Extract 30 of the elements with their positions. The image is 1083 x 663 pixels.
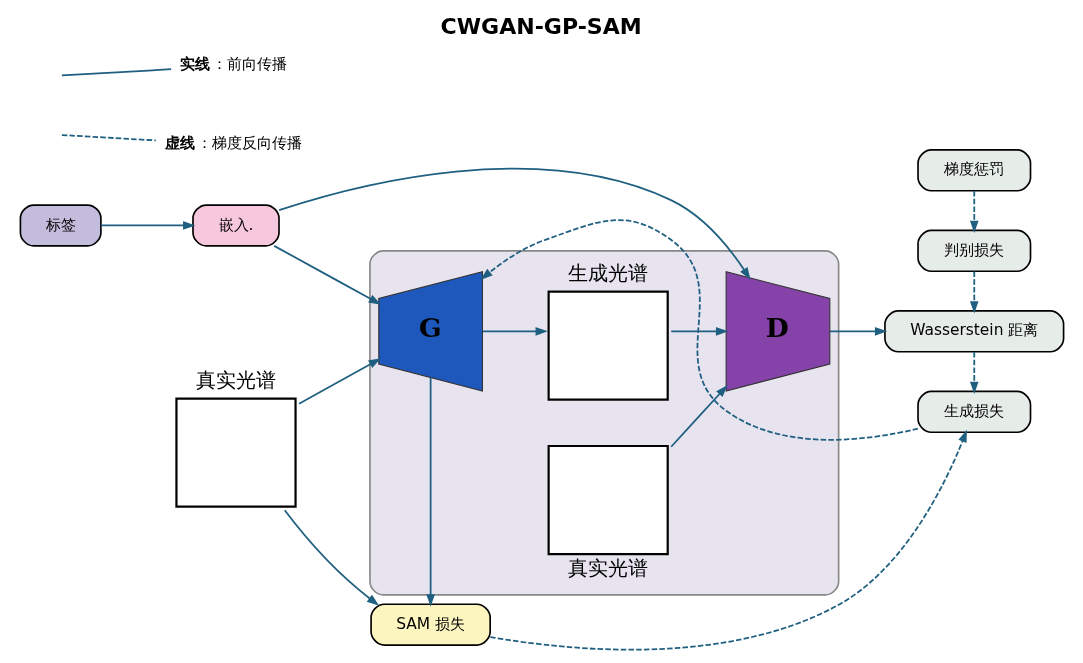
arrow	[969, 190, 979, 234]
arrow	[272, 245, 381, 305]
diagram-title: CWGAN-GP-SAM	[440, 13, 642, 39]
arrow	[425, 376, 435, 607]
node-label: 真实光谱	[567, 557, 648, 581]
node-box: 梯度惩罚	[916, 149, 1031, 192]
arrow	[828, 327, 887, 336]
node-box: 生成损失	[916, 390, 1031, 434]
arrow	[669, 385, 728, 448]
arrow	[297, 358, 381, 405]
node-box: 判别损失	[916, 229, 1031, 273]
arrow	[277, 168, 751, 280]
node-label: 真实光谱	[195, 368, 276, 392]
arrow	[99, 221, 195, 230]
legend-label: 虚线：梯度反向传播	[164, 133, 302, 152]
arrow	[481, 327, 548, 336]
arrow	[283, 509, 379, 606]
node-label: 生成光谱	[567, 261, 648, 285]
legend-label: 实线：前向传播	[179, 54, 287, 73]
arrow	[669, 327, 728, 336]
node-box: 标签	[19, 204, 102, 247]
arrow	[969, 351, 979, 395]
arrow	[969, 270, 979, 314]
arrow	[479, 219, 919, 441]
arrow	[488, 429, 967, 651]
node-box: D	[725, 271, 830, 392]
node-box: Wasserstein 距离	[883, 310, 1064, 353]
node-box: SAM 损失	[369, 603, 491, 646]
node-box: G	[377, 271, 483, 392]
node-box: 嵌入.	[191, 204, 280, 247]
